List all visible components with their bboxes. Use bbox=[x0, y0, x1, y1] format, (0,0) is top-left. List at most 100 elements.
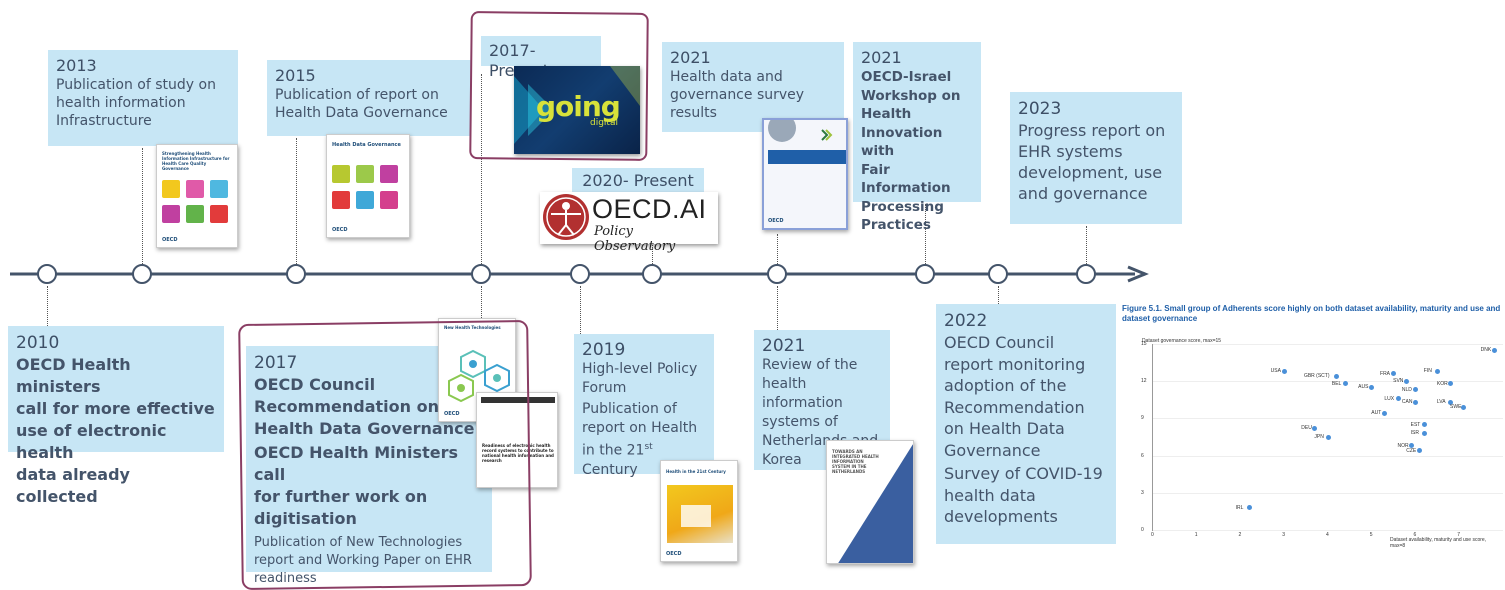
event-2017-present: 2017-Present bbox=[481, 36, 601, 80]
event-2010: 2010 OECD Health ministers call for more… bbox=[8, 326, 224, 506]
scatter-point bbox=[1448, 381, 1453, 387]
connector-2010 bbox=[47, 286, 48, 326]
event-year: 2013 bbox=[56, 56, 97, 75]
scatter-point-label: DNK bbox=[1480, 347, 1492, 354]
event-text-report: Publication of report on Health in the 2… bbox=[582, 400, 706, 480]
scatter-point-label: GBR (SCT) bbox=[1303, 373, 1330, 380]
timeline-node-2020 bbox=[642, 264, 662, 284]
scatter-point bbox=[1408, 443, 1414, 449]
timeline-node-2021 bbox=[767, 264, 787, 284]
cover-title: Readiness of electronic health record sy… bbox=[482, 443, 554, 463]
cover-tile bbox=[332, 191, 350, 209]
event-2013: 2013 Publication of study on health info… bbox=[48, 50, 238, 146]
scatter-point-label: IRL bbox=[1235, 504, 1244, 511]
cover-illustration-block bbox=[681, 505, 711, 527]
scatter-point-label: NOR bbox=[1397, 442, 1409, 449]
event-2015: 2015 Publication of report on Health Dat… bbox=[267, 60, 471, 136]
y-gridline bbox=[1153, 344, 1503, 345]
cover-tile bbox=[356, 165, 374, 183]
report-cover-2013: Strengthening Health Information Infrast… bbox=[156, 144, 238, 248]
scatter-point-label: FIN bbox=[1423, 368, 1432, 375]
cover-globe bbox=[768, 120, 796, 142]
connector-2021-top bbox=[777, 234, 778, 264]
scatter-point bbox=[1413, 387, 1418, 393]
x-tick-label: 3 bbox=[1282, 532, 1286, 538]
oecd-logo: OECD bbox=[768, 218, 784, 224]
scatter-point bbox=[1312, 425, 1318, 431]
connector-2015 bbox=[296, 138, 297, 264]
chart-xlabel: Dataset availability, maturity and use s… bbox=[1390, 537, 1487, 549]
scatter-point bbox=[1325, 434, 1331, 440]
cover-title: Health in the 21st Century bbox=[666, 469, 726, 474]
event-text-ministers: OECD Health Ministers call for further w… bbox=[254, 443, 458, 528]
event-2021-survey: 2021 Health data and governance survey r… bbox=[662, 42, 844, 132]
cover-tile bbox=[332, 165, 350, 183]
scatter-point-label: CZE bbox=[1406, 447, 1417, 454]
scatter-point bbox=[1413, 399, 1418, 405]
cover-tile bbox=[186, 180, 204, 198]
scatter-point-label: DEU bbox=[1301, 425, 1312, 432]
oecd-chevron bbox=[821, 129, 833, 141]
scatter-point-label: EST bbox=[1410, 421, 1421, 428]
y-gridline bbox=[1153, 530, 1503, 531]
event-text: Publication of report on Health Data Gov… bbox=[275, 87, 448, 121]
going-digital-graphic bbox=[514, 66, 640, 144]
scatter-point bbox=[1395, 396, 1401, 402]
x-tick-label: 1 bbox=[1194, 532, 1198, 538]
x-tick-label: 6 bbox=[1413, 532, 1417, 538]
oecd-logo: OECD bbox=[666, 551, 682, 557]
report-cover-2015: Health Data Governance OECD bbox=[326, 134, 410, 238]
x-tick-label: 0 bbox=[1151, 532, 1154, 538]
highlight-2017-present bbox=[469, 11, 649, 161]
report-cover-2019: Health in the 21st Century OECD bbox=[660, 460, 738, 562]
event-text-report: OECD Council report monitoring adoption … bbox=[944, 333, 1086, 460]
connector-2023 bbox=[1086, 226, 1087, 264]
timeline-node-2013 bbox=[132, 264, 152, 284]
scatter-point bbox=[1421, 422, 1427, 428]
cover-band bbox=[768, 150, 846, 164]
cover-tile bbox=[210, 205, 228, 223]
cover-title: New Health Technologies bbox=[444, 325, 501, 330]
y-gridline bbox=[1153, 492, 1503, 494]
event-2019: 2019 High-level Policy Forum Publication… bbox=[574, 334, 714, 478]
y-tick-label: 6 bbox=[1141, 452, 1144, 459]
event-year: 2019 bbox=[582, 340, 626, 360]
y-gridline bbox=[1153, 455, 1503, 457]
chart-title: Figure 5.1. Small group of Adherents sco… bbox=[1122, 304, 1501, 323]
scatter-point-label: FRA bbox=[1380, 370, 1391, 377]
y-tick-label: 3 bbox=[1141, 489, 1144, 496]
molecule-graphic bbox=[448, 349, 510, 403]
event-year: 2021 bbox=[861, 48, 902, 67]
oecd-logo: OECD bbox=[444, 411, 460, 417]
scatter-point bbox=[1382, 410, 1388, 416]
y-gridline bbox=[1153, 381, 1503, 383]
scatter-point bbox=[1434, 368, 1440, 374]
scatter-point bbox=[1404, 378, 1410, 384]
oecd-logo: OECD bbox=[162, 237, 178, 243]
scatter-point-label: KOR bbox=[1436, 380, 1448, 387]
x-tick-label: 2 bbox=[1238, 532, 1242, 538]
timeline-node-2021-israel bbox=[915, 264, 935, 284]
vitruvian-icon bbox=[543, 194, 589, 240]
cover-tile bbox=[186, 205, 204, 223]
report-cover-2021-survey: OECD bbox=[762, 118, 848, 230]
scatter-point-label: LVA bbox=[1436, 399, 1446, 406]
scatter-point bbox=[1448, 399, 1453, 405]
connector-2017-top bbox=[481, 74, 482, 264]
cover-diagonal bbox=[838, 444, 913, 563]
scatter-point bbox=[1391, 371, 1397, 377]
scatter-point bbox=[1281, 368, 1287, 374]
event-text-forum: High-level Policy Forum bbox=[582, 361, 698, 396]
event-2022: 2022 OECD Council report monitoring adop… bbox=[936, 304, 1116, 544]
cover-tile bbox=[162, 180, 180, 198]
cover-tile bbox=[162, 205, 180, 223]
x-tick-label: 7 bbox=[1457, 532, 1461, 538]
scatter-point-label: LUX bbox=[1384, 395, 1395, 402]
scatter-point-label: SVN bbox=[1393, 378, 1404, 385]
event-text: Progress report on EHR systems developme… bbox=[1018, 121, 1166, 203]
event-text: OECD Health ministers call for more effe… bbox=[16, 355, 215, 506]
cover-tile bbox=[210, 180, 228, 198]
cover-title: Strengthening Health Information Infrast… bbox=[162, 151, 230, 171]
report-text: Publication of report on Health in the 2… bbox=[582, 401, 698, 459]
